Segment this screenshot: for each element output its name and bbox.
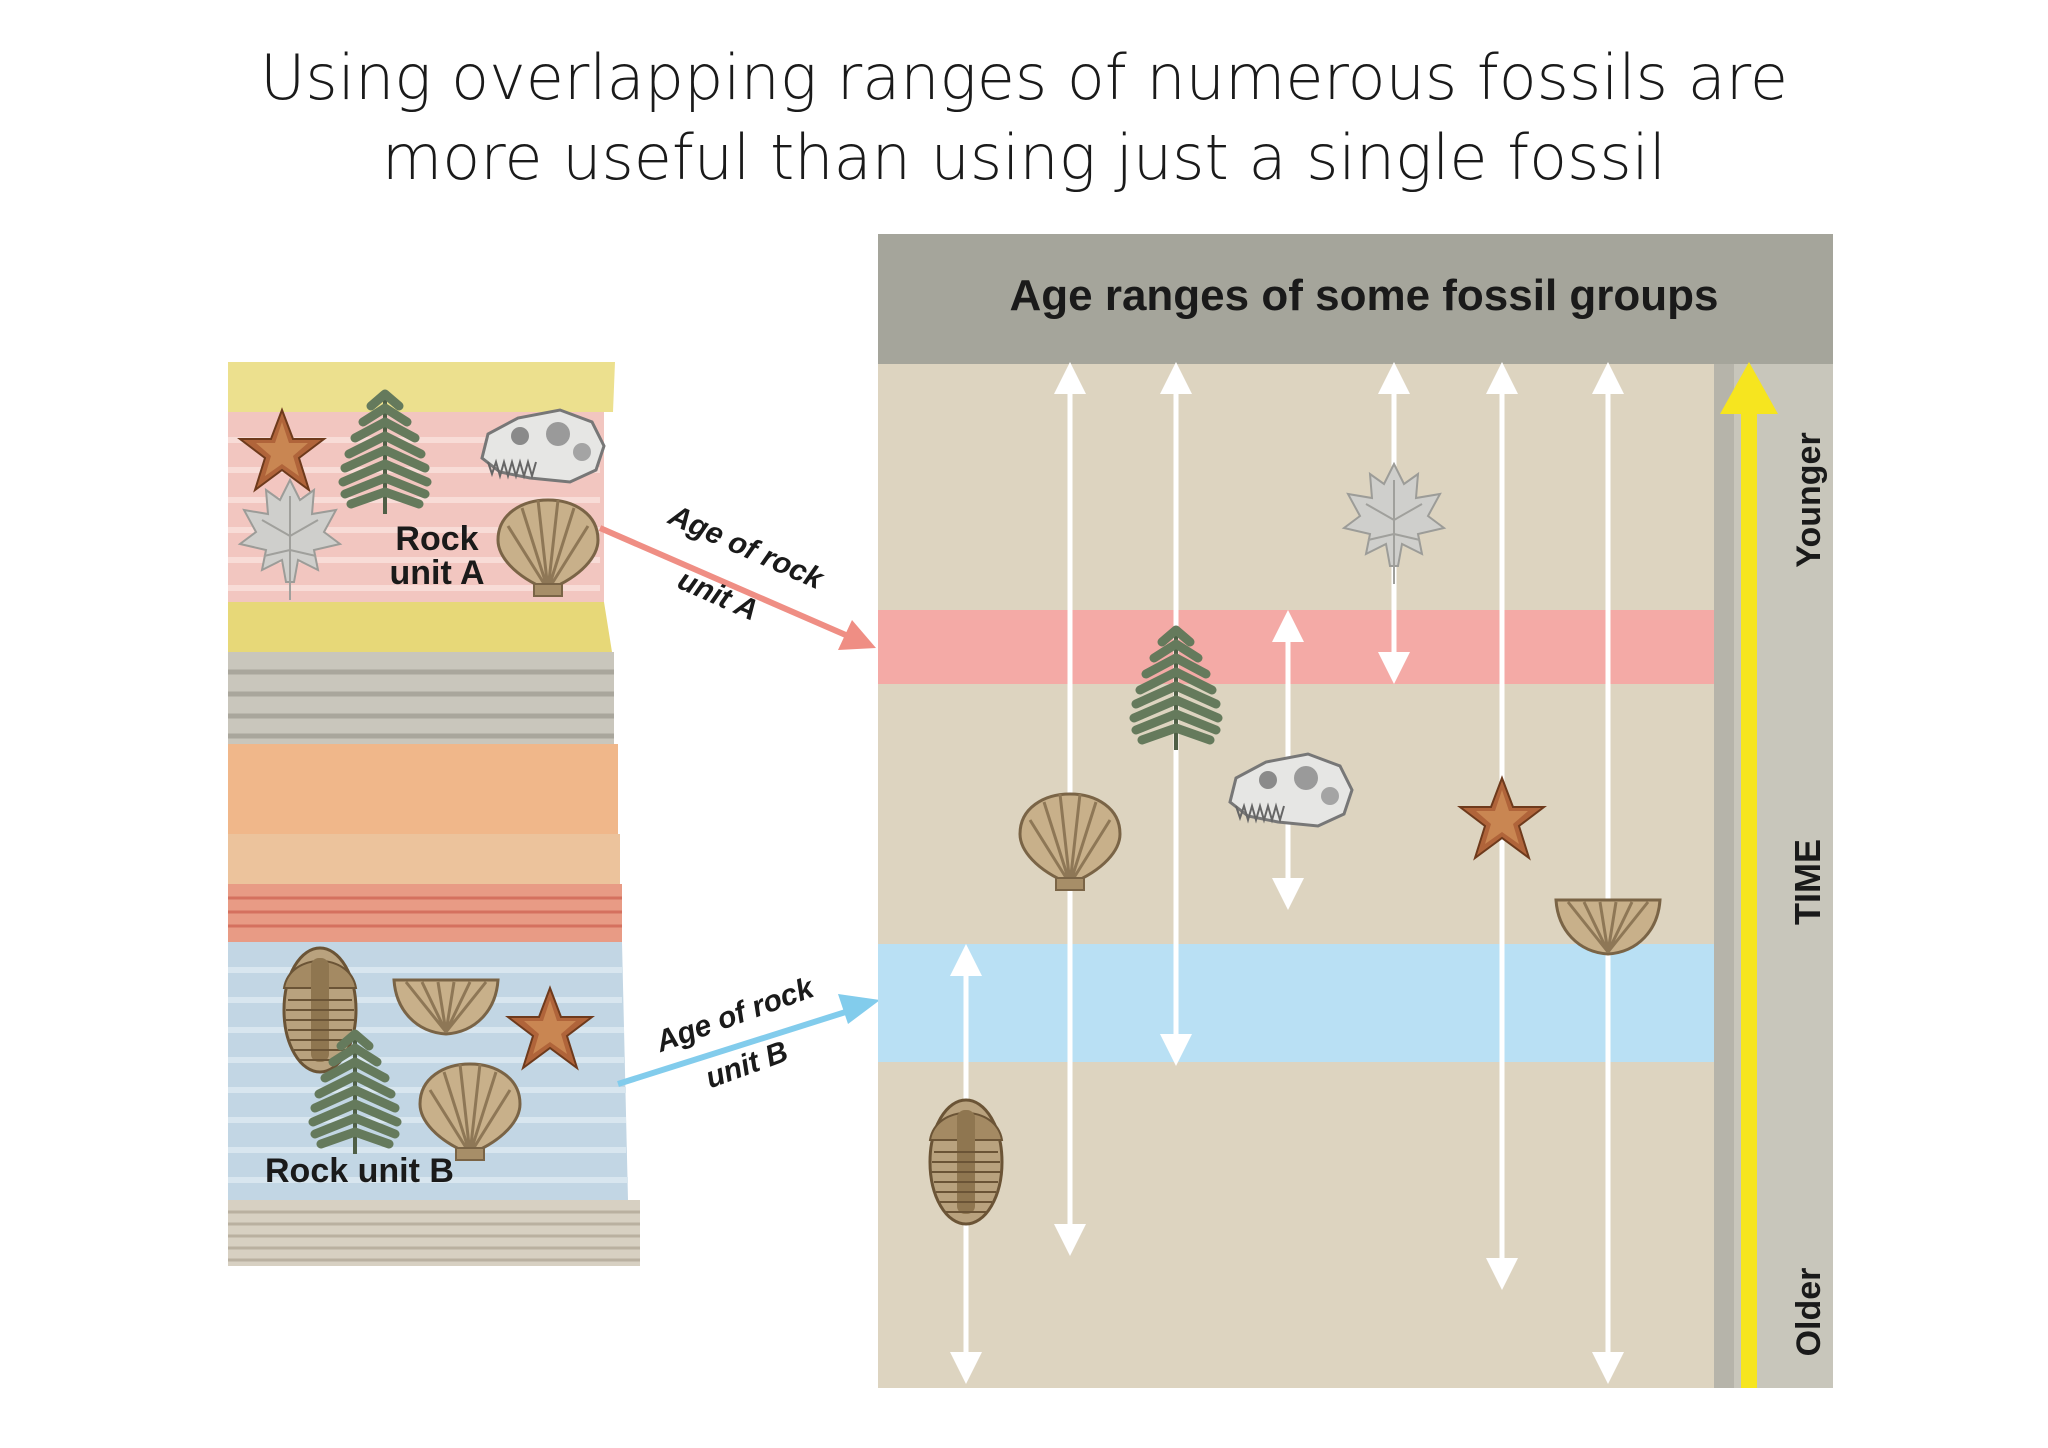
stratum-sandstone-top [228,362,615,412]
panel-header-title: Age ranges of some fossil groups [1009,271,1718,320]
stratum-orange-sandstone [228,744,618,834]
older-label: Older [1790,1268,1828,1357]
unit-a-band [878,610,1714,684]
stratum-grey-shale [228,652,614,744]
time-label: TIME [1787,839,1828,925]
time-arrow-head [1720,362,1778,414]
trilobite-icon [928,1098,1004,1226]
time-column-edge [1714,364,1734,1388]
panel-header [878,234,1833,364]
stratum-sandstone-mid [228,602,612,652]
stratum-bottom [228,1200,640,1266]
callout-arrow-unit-a: Age of rock unit A [598,498,876,650]
slide-title-line-2: more useful than using just a single fos… [381,121,1667,194]
slide-title-line-1: Using overlapping ranges of numerous fos… [260,41,1788,114]
rock-unit-a-label: Rock [395,520,478,558]
stratum-tan [228,834,620,884]
range-brachiopod [1592,362,1624,1384]
younger-label: Younger [1790,432,1828,567]
rock-unit-a-label-2: unit A [389,554,484,592]
age-unit-a-label-2: unit A [673,563,763,627]
rock-unit-b-label: Rock unit B [265,1152,454,1190]
panel-background [878,234,1833,1388]
slide-title: Using overlapping ranges of numerous fos… [0,38,2048,198]
age-range-panel: Age ranges of some fossil groups Younger… [878,234,1833,1388]
unit-b-band [878,944,1714,1062]
rock-column: Rock unit A Rock unit B [228,362,640,1266]
callout-arrow-unit-b: Age of rock unit B [617,971,880,1095]
